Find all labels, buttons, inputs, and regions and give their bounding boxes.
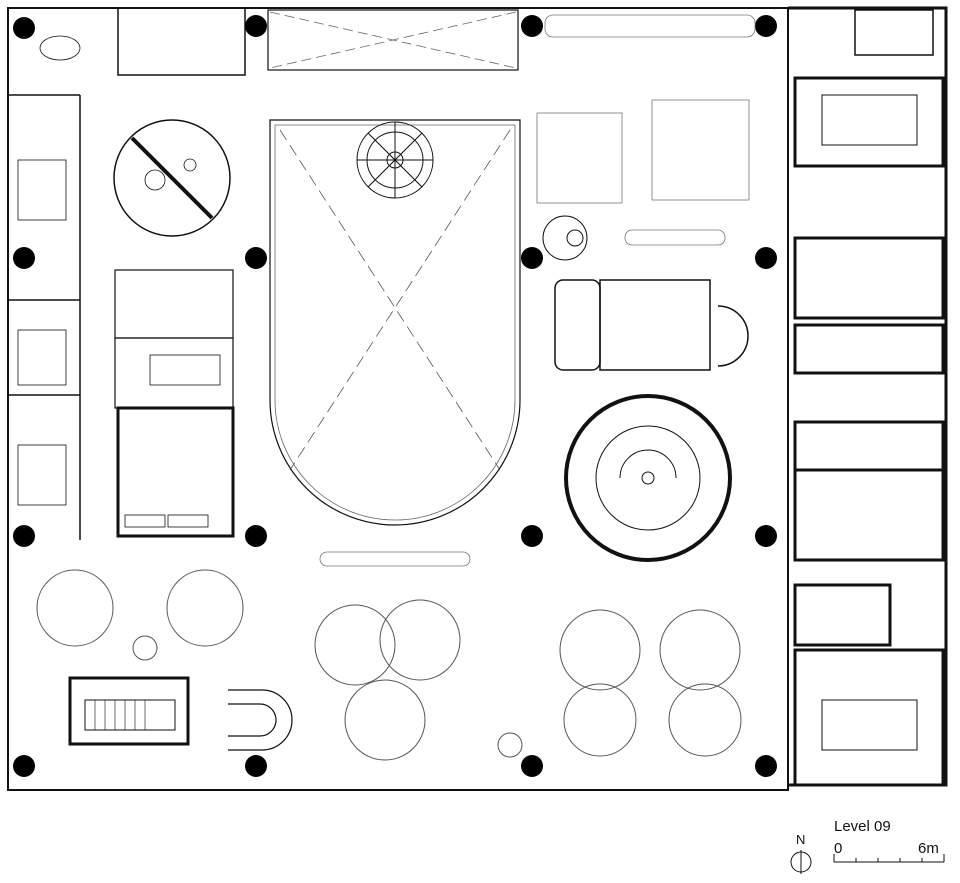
column: [245, 15, 267, 37]
lounge-areas: [319, 14, 756, 567]
mid-right-offices: [554, 279, 749, 371]
column: [521, 755, 543, 777]
column: [13, 525, 35, 547]
small-round-room: [542, 215, 588, 261]
north-label: N: [796, 832, 806, 847]
right-core: [793, 9, 945, 787]
circular-workstation: [564, 394, 732, 562]
scale-end-label: 6m: [918, 840, 939, 857]
column: [13, 247, 35, 269]
column: [13, 755, 35, 777]
spiral-stair: [356, 121, 434, 199]
column: [755, 525, 777, 547]
scale-start-label: 0: [834, 840, 843, 857]
left-offices: [8, 94, 81, 540]
column: [755, 755, 777, 777]
central-left-rooms: [114, 269, 235, 538]
u-booth: [228, 689, 293, 751]
bottom-left-stair: [68, 676, 190, 746]
column: [521, 15, 543, 37]
top-left-office: [39, 8, 246, 76]
top-void: [267, 9, 519, 71]
column: [755, 247, 777, 269]
atrium-void: [269, 119, 521, 526]
round-meeting-pod: [113, 119, 231, 237]
level-title: Level 09: [834, 818, 891, 835]
structural-columns: [13, 15, 777, 777]
column: [521, 247, 543, 269]
column: [521, 525, 543, 547]
column: [13, 17, 35, 39]
column: [245, 247, 267, 269]
column: [755, 15, 777, 37]
scale-bar: [833, 854, 945, 863]
column: [245, 755, 267, 777]
workstation-clusters: [36, 569, 742, 761]
column: [245, 525, 267, 547]
north-arrow-icon: [790, 850, 812, 874]
